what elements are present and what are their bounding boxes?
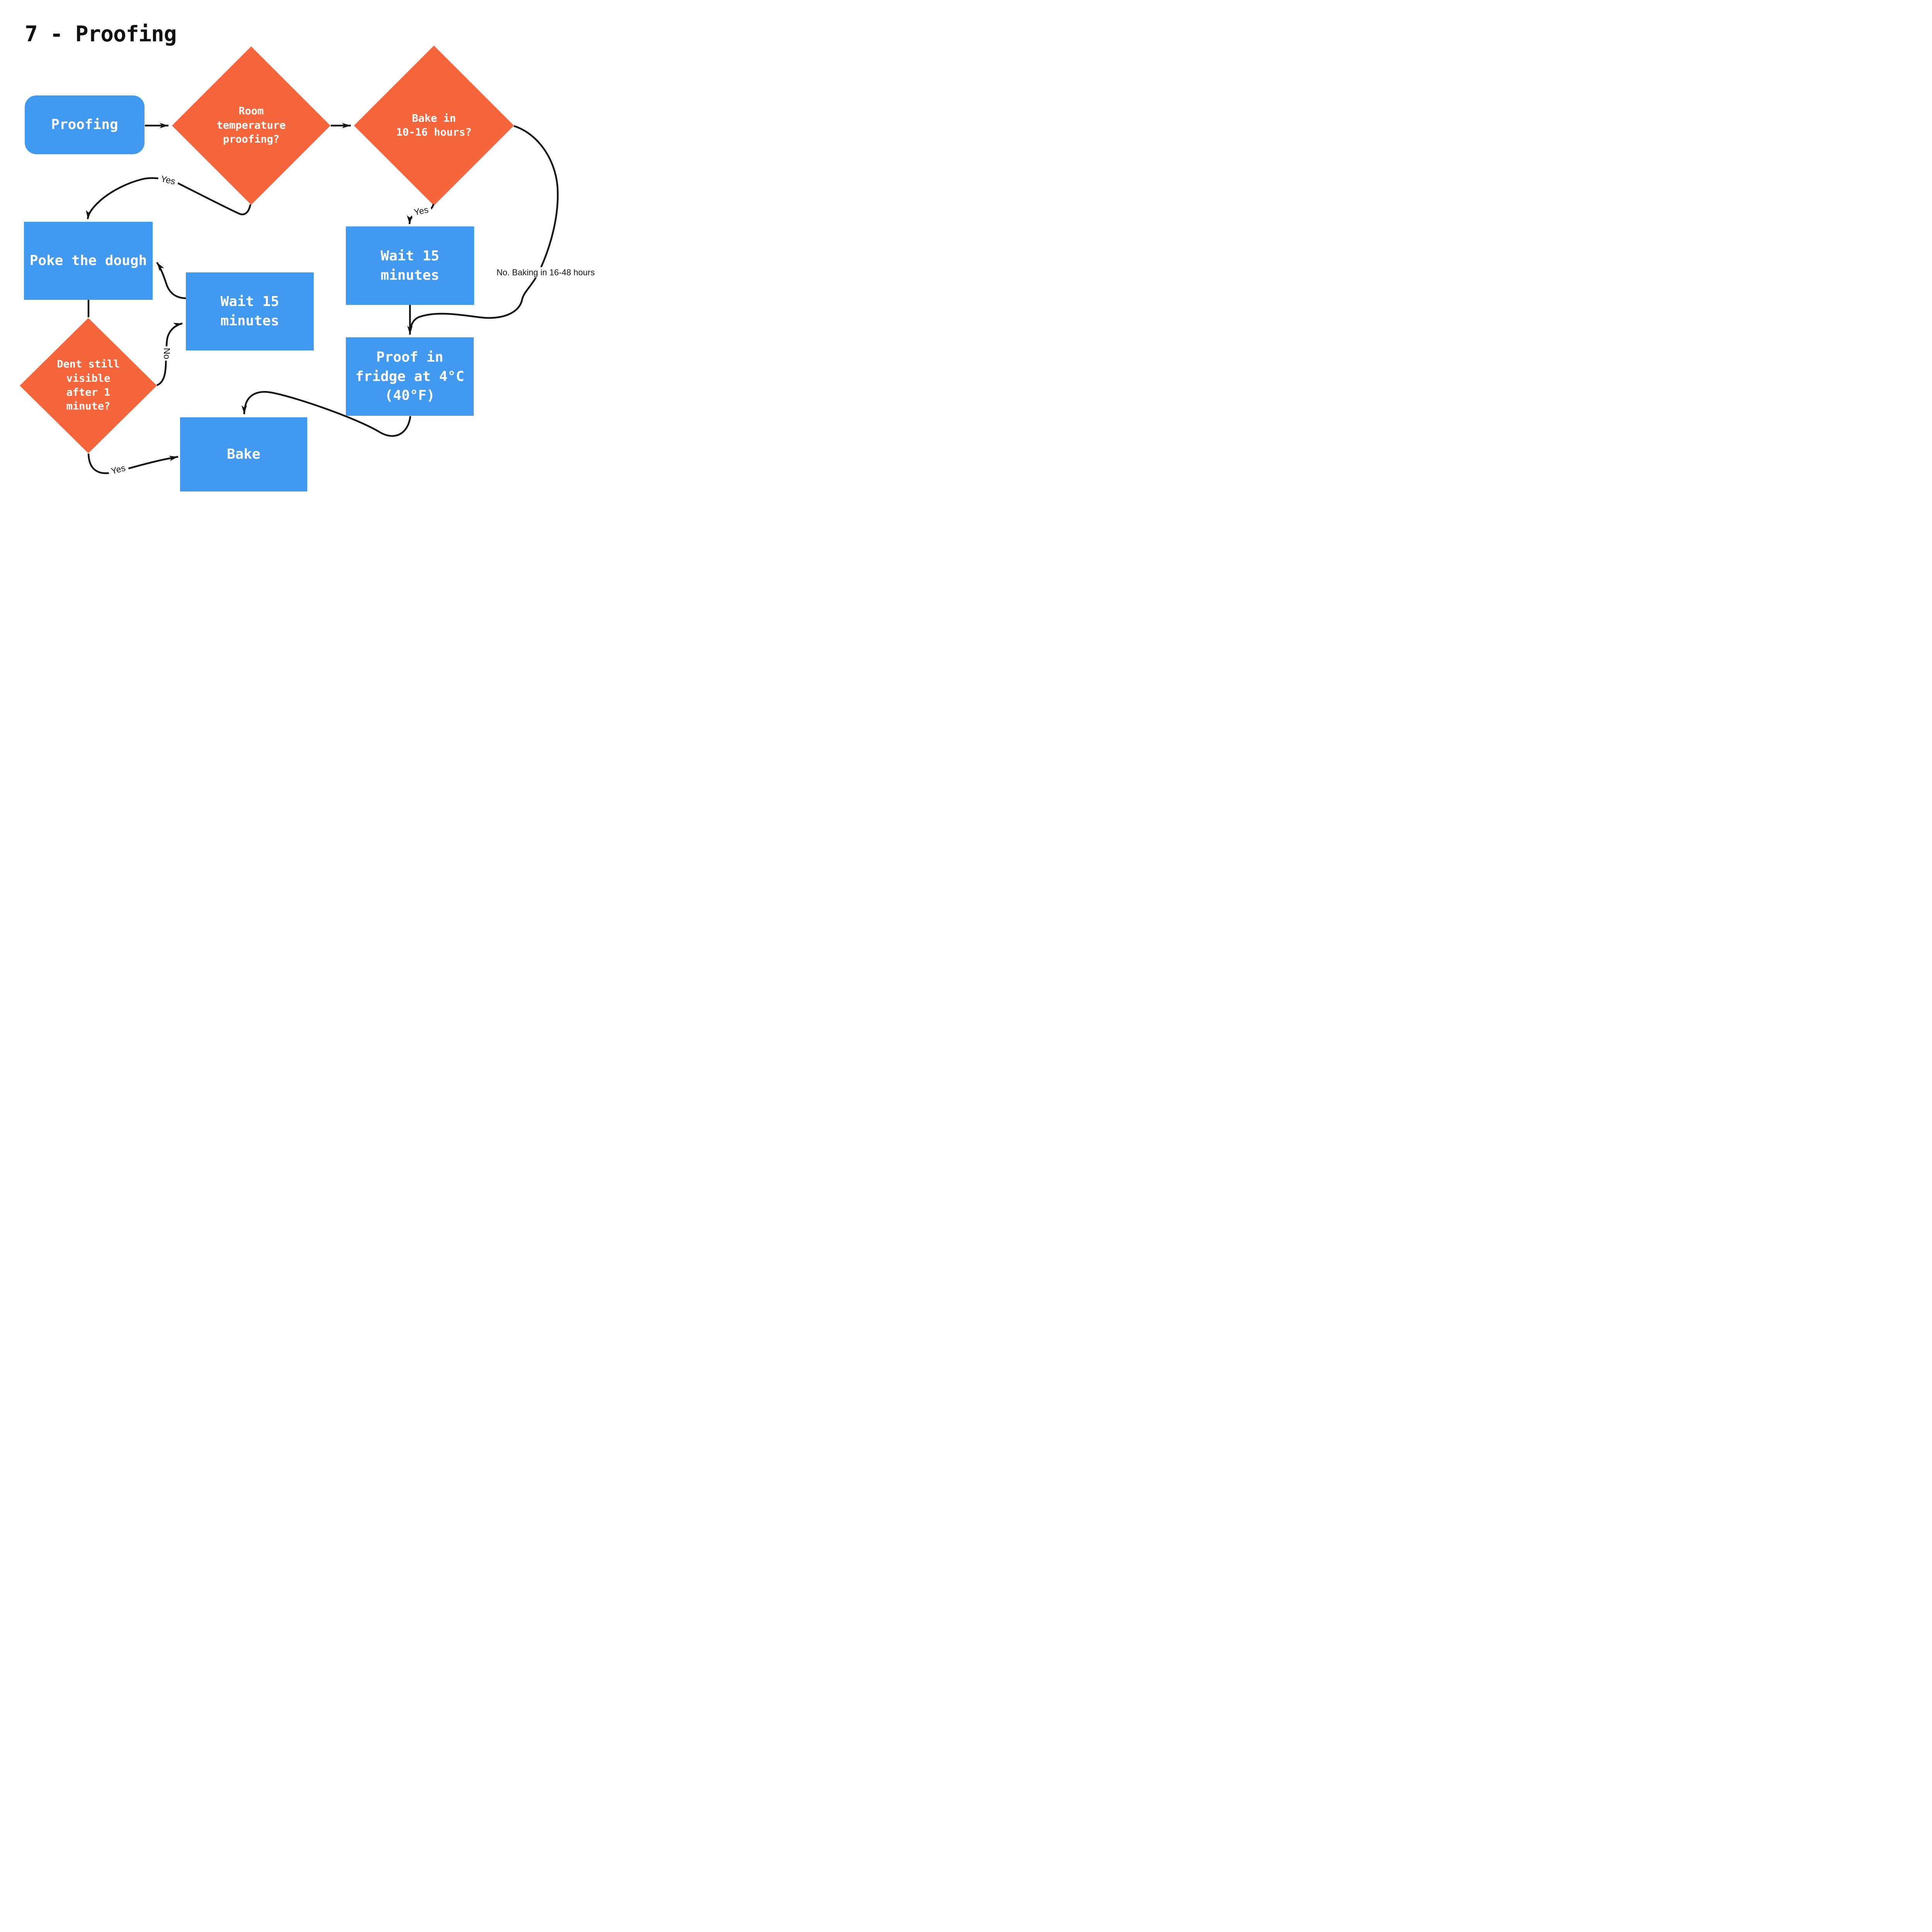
flowchart-canvas: 7 - Proofing Proofing Poke the dough Wai… [0,0,597,495]
node-wait-15-minutes-right: Wait 15 minutes [346,226,474,305]
node-wait-15-minutes-mid: Wait 15 minutes [186,272,314,350]
node-poke-the-dough: Poke the dough [24,222,153,300]
page-title: 7 - Proofing [25,22,177,47]
edge-label-no-baking-16-48: No. Baking in 16-48 hours [493,267,597,278]
node-bake: Bake [180,417,307,492]
edge-dent-yes-to-bake [87,453,179,474]
node-proofing: Proofing [25,95,145,154]
edge-proof-fridge-to-bake [242,391,412,437]
edge-label-no-dent: No [161,346,173,361]
edge-wait-mid-to-poke [156,262,186,299]
decision-room-temp-diamond [172,46,330,205]
edge-bake-10-16-no-to-proof-fridge [409,125,559,331]
node-proof-in-fridge: Proof in fridge at 4°C (40°F) [346,337,474,416]
decision-bake-10-16-diamond [354,46,514,206]
decision-dent-visible-diamond [20,318,157,453]
